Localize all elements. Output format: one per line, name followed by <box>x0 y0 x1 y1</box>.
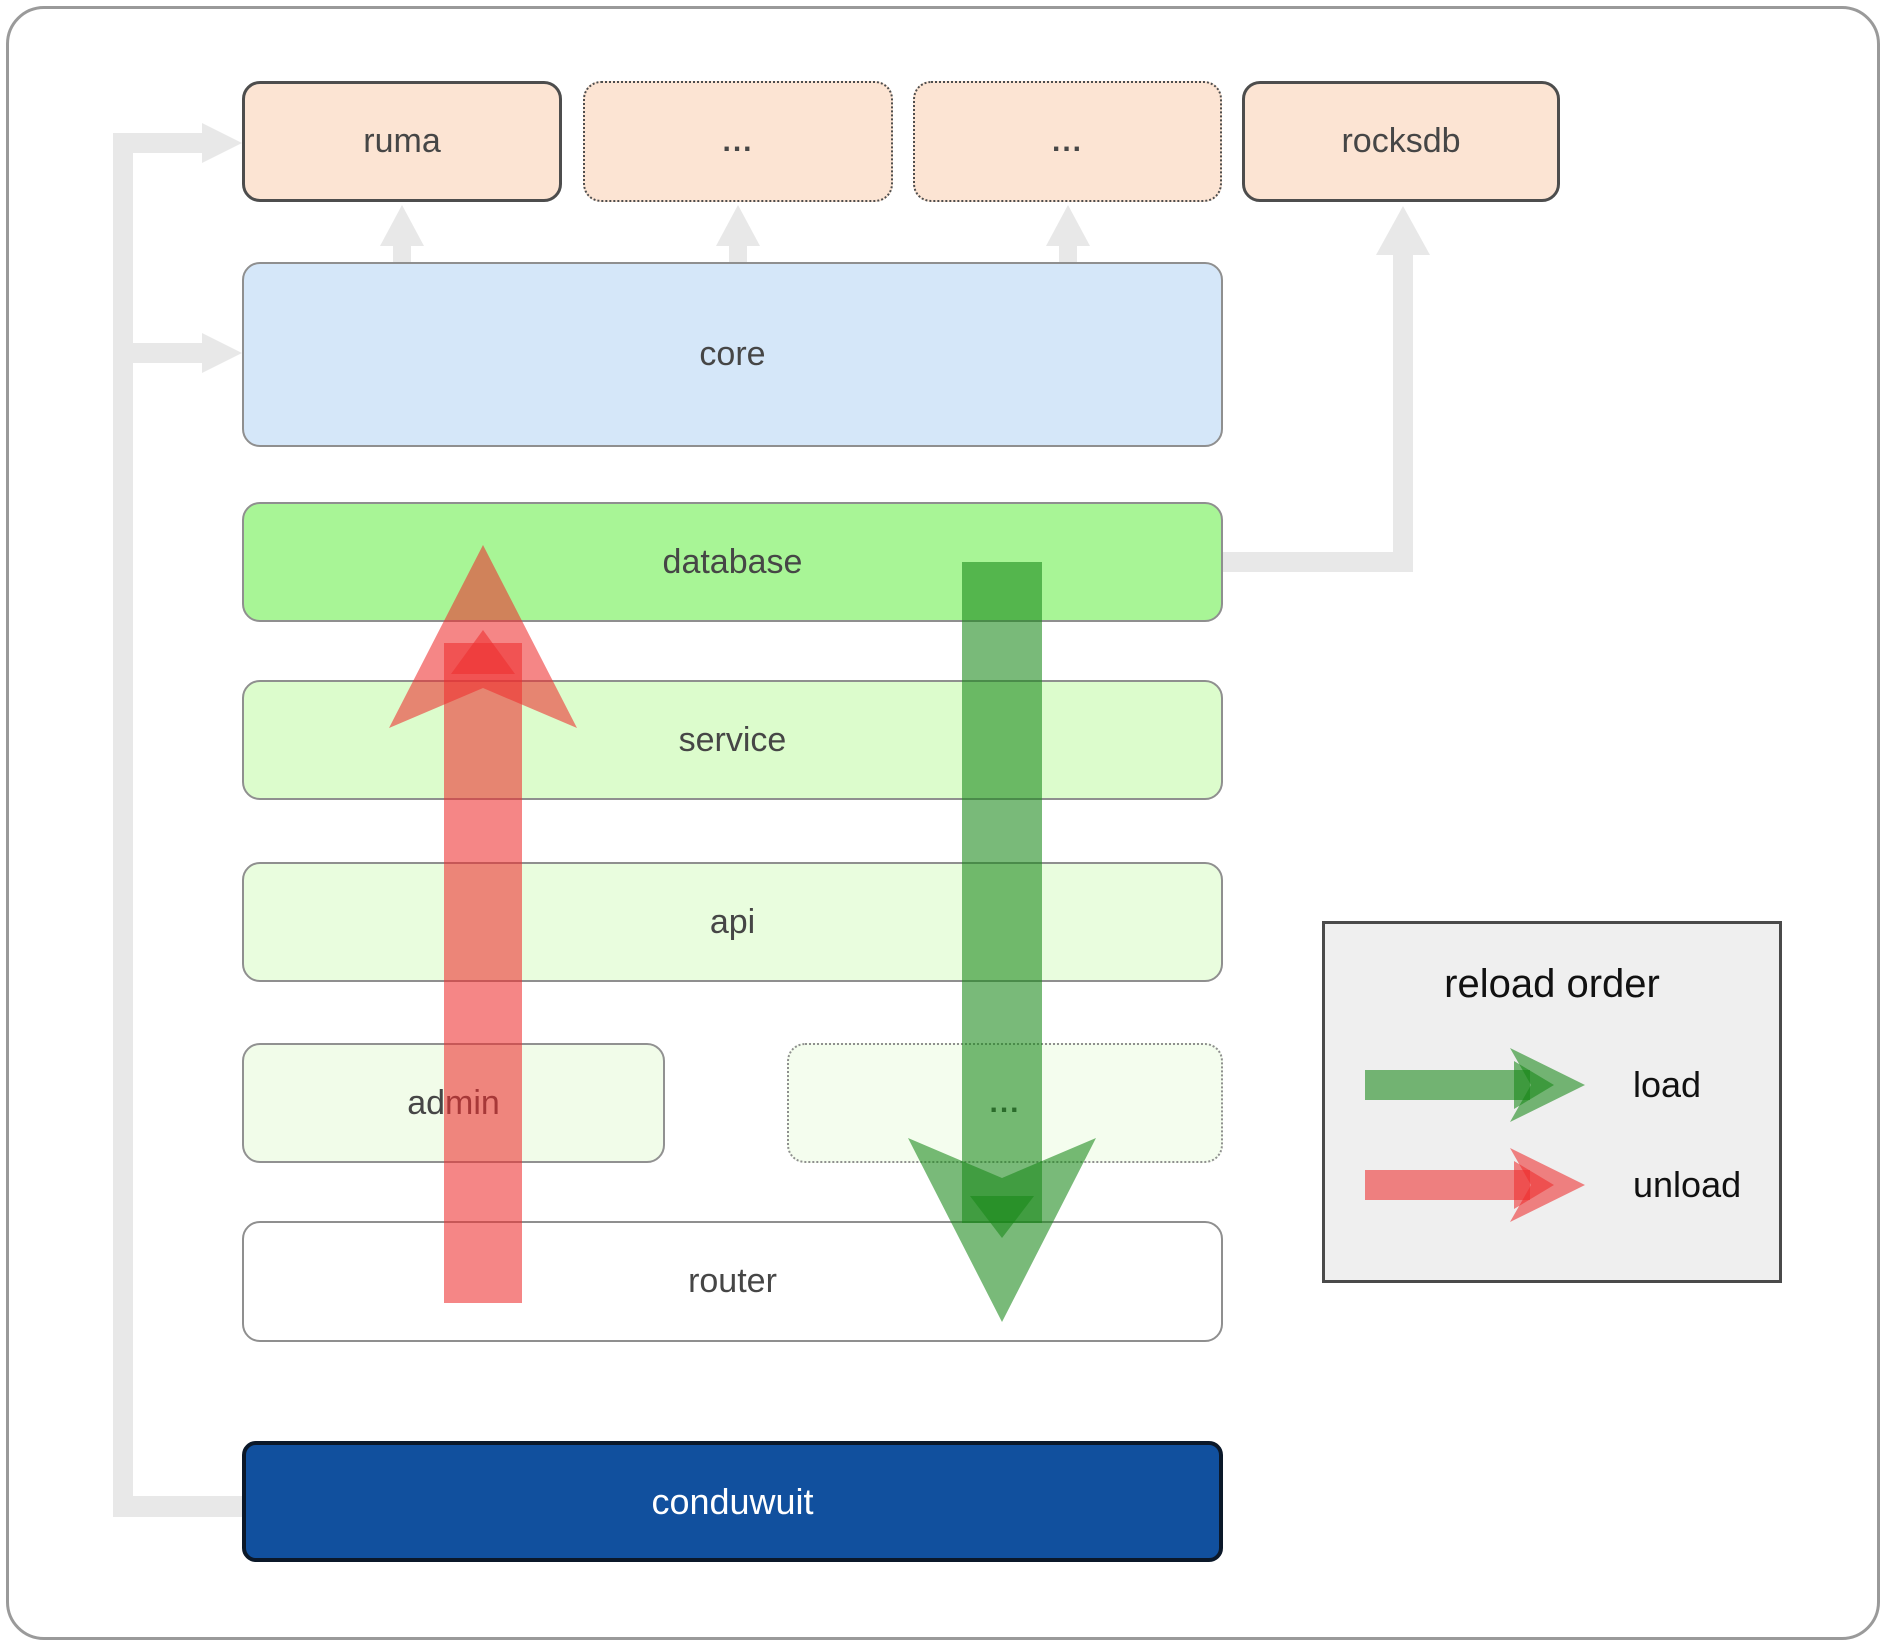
node-service-ellipsis-label: ... <box>989 1086 1021 1119</box>
node-admin-label: admin <box>407 1083 500 1122</box>
node-rocksdb: rocksdb <box>1242 81 1560 202</box>
node-crate-ellipsis-1-label: ... <box>722 124 754 158</box>
diagram-frame <box>6 6 1880 1640</box>
node-crate-ellipsis-1: ... <box>583 81 893 202</box>
node-conduwuit-label: conduwuit <box>651 1480 814 1522</box>
node-rocksdb-label: rocksdb <box>1341 122 1461 160</box>
legend-title: reload order <box>1444 962 1660 1006</box>
legend-load-arrow <box>1365 1048 1585 1122</box>
node-service: service <box>242 680 1223 800</box>
node-core-label: core <box>699 335 766 373</box>
legend: reload order load unload <box>1322 921 1782 1283</box>
node-ruma-label: ruma <box>363 122 441 160</box>
node-database: database <box>242 502 1223 622</box>
node-ruma: ruma <box>242 81 562 202</box>
legend-unload-label: unload <box>1633 1164 1742 1205</box>
node-service-label: service <box>678 720 787 759</box>
node-crate-ellipsis-2-label: ... <box>1051 124 1083 158</box>
node-service-ellipsis: ... <box>787 1043 1223 1163</box>
node-crate-ellipsis-2: ... <box>913 81 1222 202</box>
node-router: router <box>242 1221 1223 1342</box>
legend-unload-arrow <box>1365 1148 1585 1222</box>
node-database-label: database <box>662 542 803 581</box>
node-api: api <box>242 862 1223 982</box>
node-conduwuit: conduwuit <box>242 1441 1223 1562</box>
node-api-label: api <box>709 902 756 941</box>
node-core: core <box>242 262 1223 447</box>
legend-arrows <box>1365 1048 1585 1222</box>
node-router-label: router <box>688 1262 777 1300</box>
node-admin: admin <box>242 1043 665 1163</box>
legend-load-label: load <box>1633 1064 1702 1105</box>
